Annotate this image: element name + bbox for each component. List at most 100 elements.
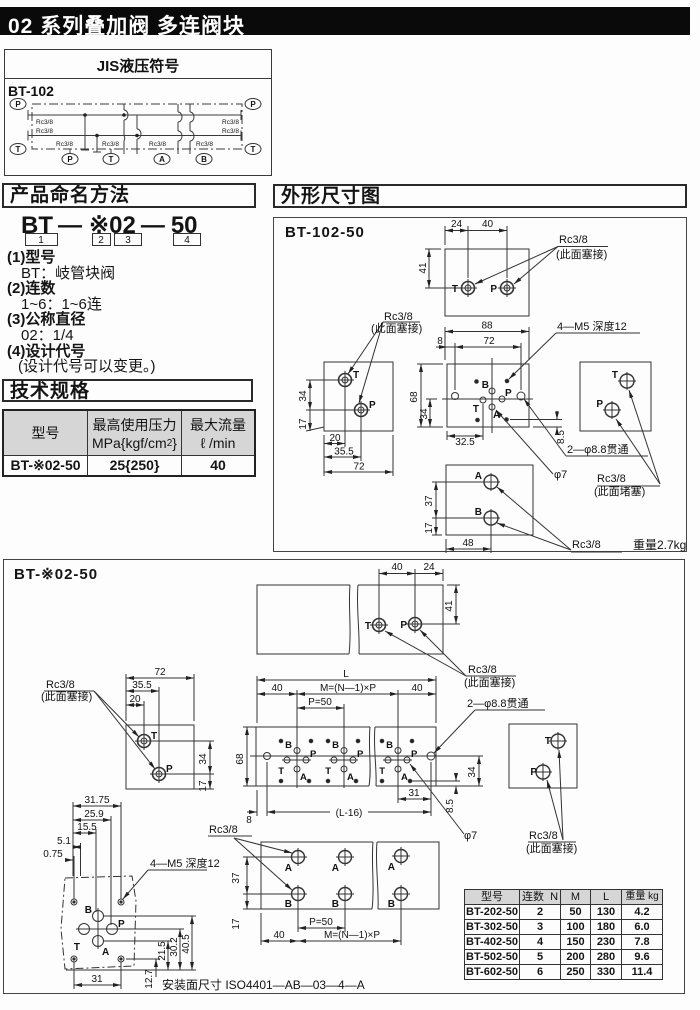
svg-text:8: 8 xyxy=(437,336,443,347)
svg-text:P: P xyxy=(490,284,497,295)
svg-text:Rc3/8: Rc3/8 xyxy=(149,141,166,148)
svg-text:17: 17 xyxy=(424,522,435,534)
svg-text:P: P xyxy=(310,749,317,760)
svg-text:34: 34 xyxy=(467,766,478,778)
svg-text:(此面塞接): (此面塞接) xyxy=(371,321,422,335)
svg-text:20: 20 xyxy=(129,694,141,705)
svg-text:A: A xyxy=(102,947,109,958)
svg-text:T: T xyxy=(545,736,551,747)
svg-text:A: A xyxy=(285,863,292,874)
svg-text:(此面塞接): (此面塞接) xyxy=(556,247,607,261)
svg-text:安装面尺寸 ISO4401—AB—03—4—A: 安装面尺寸 ISO4401—AB—03—4—A xyxy=(162,977,365,992)
svg-text:35.5: 35.5 xyxy=(334,447,354,458)
svg-text:P: P xyxy=(596,399,603,410)
svg-text:φ7: φ7 xyxy=(554,469,567,481)
svg-text:41: 41 xyxy=(418,262,429,274)
svg-text:A: A xyxy=(300,772,307,783)
svg-text:72: 72 xyxy=(154,667,166,678)
svg-text:P: P xyxy=(369,400,376,411)
svg-text:24: 24 xyxy=(423,562,435,573)
svg-text:A: A xyxy=(401,772,408,783)
svg-text:30.2: 30.2 xyxy=(169,937,180,957)
svg-text:40: 40 xyxy=(411,683,423,694)
svg-text:B: B xyxy=(332,899,339,910)
svg-text:T: T xyxy=(365,621,371,632)
svg-text:P: P xyxy=(400,620,407,631)
svg-text:Rc3/8: Rc3/8 xyxy=(36,128,53,135)
svg-text:8: 8 xyxy=(246,815,252,826)
svg-text:40.5: 40.5 xyxy=(181,934,192,954)
svg-text:M=(N—1)×P: M=(N—1)×P xyxy=(324,930,380,941)
svg-text:3: 3 xyxy=(125,235,131,246)
svg-text:(此面堵塞): (此面堵塞) xyxy=(594,484,645,498)
svg-text:2: 2 xyxy=(98,235,104,246)
svg-text:24: 24 xyxy=(451,219,463,230)
svg-text:Rc3/8: Rc3/8 xyxy=(196,141,213,148)
svg-text:Rc3/8: Rc3/8 xyxy=(222,128,239,135)
svg-text:88: 88 xyxy=(481,321,493,332)
svg-text:A: A xyxy=(332,863,339,874)
svg-text:A: A xyxy=(347,772,354,783)
svg-text:4—M5 深度12: 4—M5 深度12 xyxy=(557,319,627,333)
svg-text:8.5: 8.5 xyxy=(445,799,456,813)
svg-text:25.9: 25.9 xyxy=(84,809,104,820)
svg-text:P: P xyxy=(15,100,21,109)
svg-text:8.5: 8.5 xyxy=(556,430,567,444)
svg-text:T: T xyxy=(251,145,256,154)
svg-text:T: T xyxy=(473,404,479,415)
svg-text:17: 17 xyxy=(231,918,242,930)
svg-text:2—φ8.8贯通: 2—φ8.8贯通 xyxy=(567,443,629,456)
svg-text:T: T xyxy=(278,766,284,777)
svg-text:P: P xyxy=(166,764,173,775)
svg-text:Rc3/8: Rc3/8 xyxy=(529,830,558,842)
svg-text:T: T xyxy=(325,766,331,777)
svg-text:68: 68 xyxy=(235,753,246,765)
svg-text:40: 40 xyxy=(273,930,285,941)
svg-text:37: 37 xyxy=(231,872,242,884)
svg-text:1: 1 xyxy=(38,235,44,246)
svg-text:T: T xyxy=(151,731,157,742)
svg-text:35.5: 35.5 xyxy=(132,680,152,691)
svg-text:(此面塞接): (此面塞接) xyxy=(464,675,515,689)
svg-text:Rc3/8: Rc3/8 xyxy=(468,664,497,676)
svg-text:(此面塞接): (此面塞接) xyxy=(526,841,577,855)
svg-text:Rc3/8: Rc3/8 xyxy=(56,141,73,148)
svg-text:20: 20 xyxy=(329,433,341,444)
svg-text:12.7: 12.7 xyxy=(144,969,155,989)
svg-text:Rc3/8: Rc3/8 xyxy=(36,119,53,126)
svg-text:40: 40 xyxy=(271,683,283,694)
svg-text:P: P xyxy=(505,388,512,399)
svg-text:B: B xyxy=(475,507,482,518)
svg-text:T: T xyxy=(74,942,80,953)
svg-text:15.5: 15.5 xyxy=(77,822,97,833)
svg-text:A: A xyxy=(159,155,165,164)
svg-text:31: 31 xyxy=(91,974,103,985)
svg-text:34: 34 xyxy=(198,753,209,765)
svg-text:Rc3/8: Rc3/8 xyxy=(102,141,119,148)
svg-text:2—φ8.8贯通: 2—φ8.8贯通 xyxy=(467,697,529,710)
svg-text:B: B xyxy=(201,155,207,164)
svg-text:T: T xyxy=(379,766,385,777)
svg-text:T: T xyxy=(16,145,21,154)
svg-text:0.75: 0.75 xyxy=(43,849,63,860)
svg-text:B: B xyxy=(285,899,292,910)
svg-text:31.75: 31.75 xyxy=(84,795,109,806)
svg-text:40: 40 xyxy=(482,219,494,230)
svg-text:P=50: P=50 xyxy=(309,917,333,928)
svg-text:B: B xyxy=(332,740,339,751)
svg-text:37: 37 xyxy=(424,495,435,507)
svg-text:P: P xyxy=(357,749,364,760)
svg-text:(此面塞接): (此面塞接) xyxy=(41,689,92,703)
svg-text:BT-102: BT-102 xyxy=(8,83,54,99)
svg-text:T: T xyxy=(612,370,618,381)
svg-text:B: B xyxy=(85,905,92,916)
svg-text:68: 68 xyxy=(409,391,420,403)
svg-text:P: P xyxy=(118,919,125,930)
svg-text:JIS液压符号: JIS液压符号 xyxy=(97,57,180,75)
svg-text:72: 72 xyxy=(353,462,365,473)
svg-text:4—M5 深度12: 4—M5 深度12 xyxy=(150,856,220,870)
svg-text:L: L xyxy=(343,669,349,680)
svg-text:40: 40 xyxy=(391,562,403,573)
svg-text:Rc3/8: Rc3/8 xyxy=(384,311,413,323)
svg-text:Rc3/8: Rc3/8 xyxy=(597,473,626,485)
